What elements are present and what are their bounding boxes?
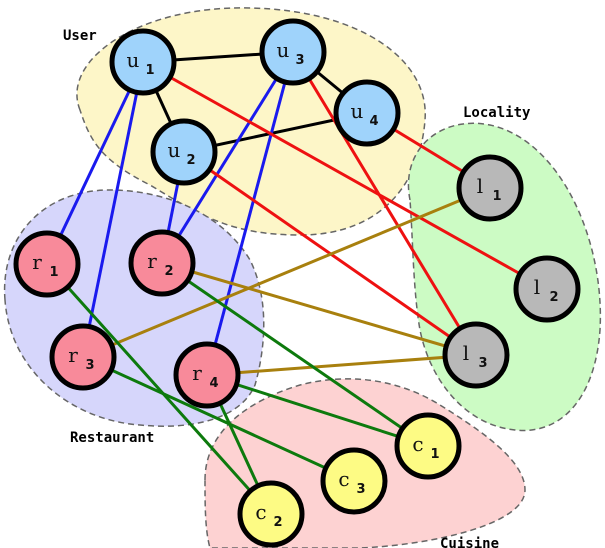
node-circle (13, 230, 81, 298)
group-label-user: User (63, 28, 97, 44)
node-circle (128, 229, 196, 297)
node-subscript: 3 (478, 356, 487, 371)
edge-r2-l3 (161, 261, 477, 357)
node-label: c (338, 467, 349, 491)
node-subscript: 4 (209, 376, 218, 391)
node-label: r (192, 361, 202, 385)
node-subscript: 2 (164, 264, 173, 279)
node-circle (237, 480, 305, 548)
edge-u3-l3 (291, 51, 478, 356)
node-subscript: 2 (186, 153, 195, 168)
group-label-restaurant: Restaurant (70, 430, 154, 446)
node-subscript: 4 (369, 114, 378, 129)
edge-r4-c1 (206, 373, 429, 448)
node-label: u (168, 138, 181, 162)
edge-u1-l2 (142, 60, 548, 291)
node-label: u (351, 99, 364, 123)
node-subscript: 1 (145, 63, 154, 78)
edge-r3-l1 (82, 186, 491, 359)
node-label: u (277, 38, 290, 62)
edge-u1-r1 (45, 61, 145, 265)
edge-u3-r4 (205, 51, 295, 376)
node-subscript: 2 (273, 515, 282, 530)
node-circle (259, 18, 327, 86)
node-label: l (534, 275, 540, 299)
group-label-locality: Locality (463, 105, 531, 121)
node-label: r (32, 250, 42, 274)
node-subscript: 3 (85, 358, 94, 373)
node-label: r (68, 343, 78, 367)
edge-r4-l3 (206, 353, 477, 377)
node-circle (513, 255, 581, 323)
group-label-cuisine: Cuisine (440, 536, 499, 548)
node-circle (333, 79, 401, 147)
node-circle (109, 28, 177, 96)
node-label: l (477, 174, 483, 198)
node-circle (49, 323, 117, 391)
edge-u1-r3 (81, 61, 145, 358)
node-circle (150, 118, 218, 186)
node-label: r (147, 249, 157, 273)
node-label: c (255, 500, 266, 524)
node-label: u (127, 48, 140, 72)
node-subscript: 3 (295, 53, 304, 68)
node-circle (173, 341, 241, 409)
node-subscript: 1 (430, 447, 439, 462)
edge-r3-c3 (82, 355, 355, 483)
edge-r1-c2 (45, 262, 273, 516)
node-subscript: 2 (549, 290, 558, 305)
node-circle (442, 321, 510, 389)
node-subscript: 1 (49, 265, 58, 280)
edge-u3-r2 (160, 51, 295, 264)
edge-r2-c1 (161, 261, 429, 448)
node-subscript: 1 (492, 189, 501, 204)
node-circle (456, 154, 524, 222)
node-subscript: 3 (356, 482, 365, 497)
node-label: l (463, 341, 469, 365)
node-circle (394, 412, 462, 480)
node-circle (320, 447, 388, 515)
node-label: c (412, 432, 423, 456)
